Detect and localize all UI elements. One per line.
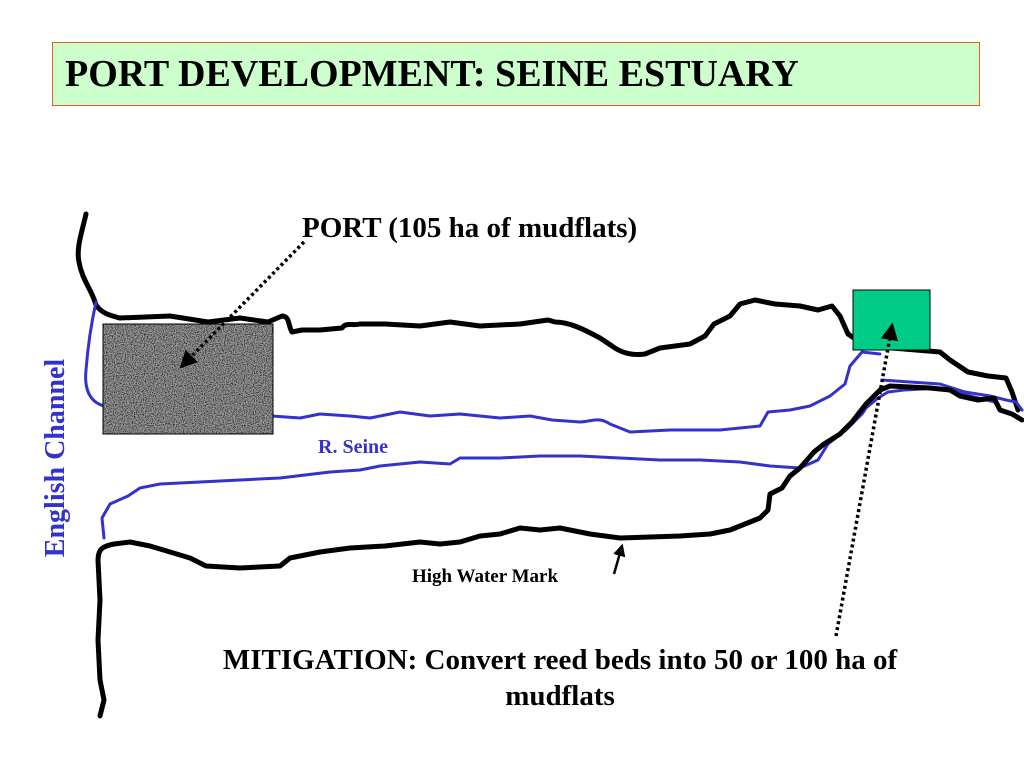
north-bank-coastline — [117, 297, 1021, 413]
english-channel-label: English Channel — [40, 358, 71, 558]
river-upper-bank — [84, 300, 1024, 434]
page-title: PORT DEVELOPMENT: SEINE ESTUARY — [65, 53, 799, 95]
port-area-border — [102, 323, 274, 435]
port-area-texture — [103, 324, 273, 434]
south-bank-coastline — [95, 383, 1024, 719]
title-box: PORT DEVELOPMENT: SEINE ESTUARY — [52, 42, 980, 106]
high-water-mark-label: High Water Mark — [412, 566, 559, 587]
port-label: PORT (105 ha of mudflats) — [302, 212, 638, 244]
mitigation-area — [852, 289, 931, 351]
river-label: R. Seine — [318, 436, 388, 458]
river-lower-bank — [100, 386, 997, 540]
port-arrow — [179, 240, 306, 369]
mitigation-arrow — [834, 322, 899, 637]
high-water-mark-arrow — [612, 543, 626, 575]
north-west-coastline — [75, 211, 123, 321]
mitigation-label: MITIGATION: Convert reed beds into 50 or… — [222, 644, 898, 712]
